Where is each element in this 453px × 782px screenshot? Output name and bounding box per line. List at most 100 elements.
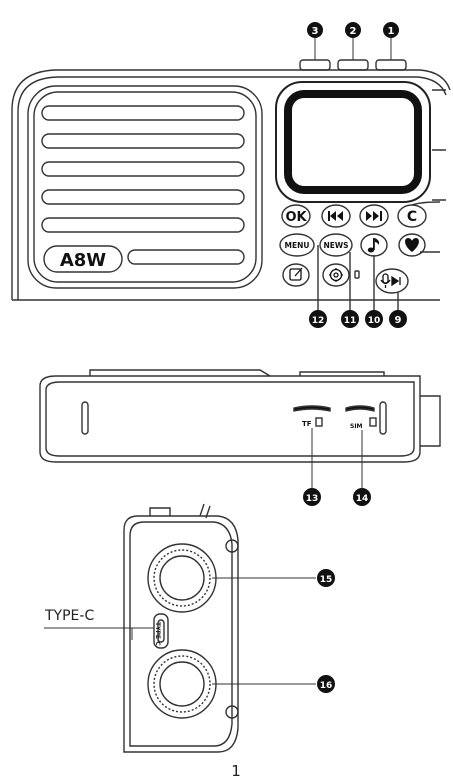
tf-card-slot [293, 405, 331, 412]
callout-12: 12 [312, 316, 325, 326]
callout-badge-12 [309, 310, 327, 328]
callout-badge-13 [303, 488, 321, 506]
side-view-body-inner [129, 521, 233, 747]
top-view [39, 369, 441, 488]
grille-slot [41, 217, 245, 233]
settings-button [322, 263, 350, 287]
side-view-screw-bottom [225, 705, 239, 719]
type-c-leader [44, 627, 154, 640]
speaker-16-inner [159, 661, 205, 707]
heart-icon [405, 238, 419, 252]
tf-label: TF [302, 420, 312, 428]
top-view-body-inner [45, 381, 415, 457]
callout-9: 9 [395, 315, 402, 326]
side-slot-right [379, 401, 387, 435]
type-c-port-engraving: TYPE-C [154, 622, 161, 646]
type-c-label: TYPE-C [44, 608, 94, 624]
callout-2: 2 [350, 26, 357, 37]
callout-15: 15 [320, 575, 333, 585]
top-view-labels: TF SIM 13 14 [302, 420, 371, 506]
gear-icon [329, 268, 343, 282]
callout-badge-16 [317, 675, 335, 693]
sim-card-icon [369, 417, 377, 427]
callout-10: 10 [368, 316, 381, 326]
side-view-top-marks [199, 503, 211, 519]
next-button [359, 204, 389, 228]
callout-badge-10 [365, 310, 383, 328]
ok-button [281, 204, 311, 228]
callout-3: 3 [312, 26, 319, 37]
sim-label: SIM [350, 423, 363, 430]
leader-line [411, 201, 441, 206]
edit-icon [289, 267, 303, 281]
prev-button [321, 204, 351, 228]
callout-16: 16 [320, 681, 333, 691]
side-view-labels: TYPE-C TYPE-C 15 16 [44, 569, 335, 693]
heart-button [398, 233, 426, 257]
mic-play-button [375, 268, 409, 294]
speaker-16-ring [153, 655, 211, 713]
grille-slot [41, 133, 245, 149]
side-edge-lines [432, 89, 446, 201]
speaker-15-ring [153, 549, 211, 607]
callout-14: 14 [356, 494, 369, 504]
model-badge [43, 245, 123, 273]
sim-card-slot [345, 405, 375, 412]
callout-badge-9 [389, 310, 407, 328]
callout-1: 1 [388, 26, 395, 37]
indicator-led [354, 270, 360, 279]
page-number: 1 [231, 762, 241, 780]
news-button-label: NEWS [323, 241, 348, 250]
speaker-16-outer [147, 649, 217, 719]
model-label: A8W [60, 250, 106, 271]
next-track-icon [366, 211, 382, 221]
speaker-frame-inner [33, 91, 257, 283]
music-note-icon [367, 238, 380, 253]
side-view [44, 503, 316, 753]
menu-button [279, 233, 315, 257]
screen-display [292, 98, 414, 186]
callout-badge-15 [317, 569, 335, 587]
callout-badge-1 [383, 22, 399, 38]
callout-13: 13 [306, 494, 319, 504]
leader-lines-top [311, 428, 363, 488]
edit-button [282, 263, 310, 287]
top-view-body [39, 375, 421, 463]
news-button [319, 233, 353, 257]
front-callouts: 3 2 1 12 11 10 9 [307, 22, 407, 328]
ok-button-label: OK [285, 210, 307, 225]
front-labels: A8W OK C MENU NEWS [60, 209, 417, 271]
top-view-ridge [89, 369, 385, 377]
grille-slot [41, 105, 245, 121]
front-icons [328, 211, 419, 253]
device-body-outline [11, 69, 451, 300]
side-view-body [123, 515, 239, 753]
tf-card-icon [315, 417, 323, 427]
grille-slot [127, 249, 245, 265]
type-c-port [153, 613, 169, 649]
speaker-frame-outer [27, 85, 263, 289]
top-button-3 [299, 59, 331, 71]
speaker-15-outer [147, 543, 217, 613]
menu-button-label: MENU [285, 241, 310, 250]
c-button-label: C [407, 209, 417, 225]
previous-track-icon [328, 211, 343, 221]
type-c-port-inner [157, 619, 165, 643]
mic-play-pause-icon [380, 273, 401, 288]
side-view-top-tab [149, 507, 171, 516]
grille-slot [41, 161, 245, 177]
callout-badge-11 [341, 310, 359, 328]
grille-slot [41, 189, 245, 205]
side-slot-left [81, 401, 89, 435]
speaker-15-inner [159, 555, 205, 601]
callout-badge-14 [353, 488, 371, 506]
device-body-inner-outline [17, 76, 447, 300]
callout-badge-3 [307, 22, 323, 38]
side-view-screw-top [225, 539, 239, 553]
top-button-2 [337, 59, 369, 71]
top-button-1 [375, 59, 407, 71]
front-line-icons [289, 267, 401, 288]
antenna-stub [420, 395, 441, 447]
